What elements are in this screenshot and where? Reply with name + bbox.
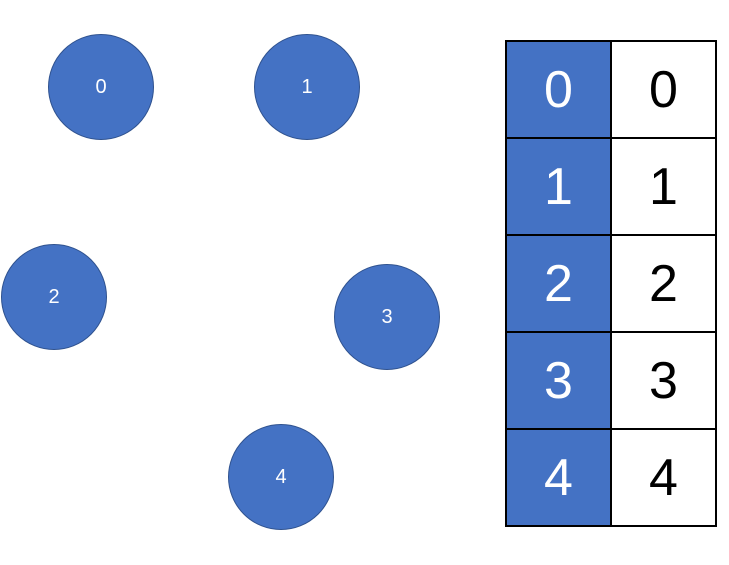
table-value-cell: 1 [610, 137, 717, 236]
node-3[interactable]: 3 [334, 264, 440, 370]
table-key-cell: 4 [505, 428, 612, 527]
table-value-cell: 2 [610, 234, 717, 333]
table-value-cell: 0 [610, 40, 717, 139]
node-label: 4 [275, 466, 287, 488]
node-4[interactable]: 4 [228, 424, 334, 530]
table-key-cell: 1 [505, 137, 612, 236]
node-label: 3 [381, 306, 393, 328]
node-2[interactable]: 2 [1, 244, 107, 350]
table-key-cell: 3 [505, 331, 612, 430]
table-value-cell: 4 [610, 428, 717, 527]
node-label: 0 [95, 76, 107, 98]
table-key-cell: 2 [505, 234, 612, 333]
node-label: 2 [48, 286, 60, 308]
node-0[interactable]: 0 [48, 34, 154, 140]
node-label: 1 [301, 76, 313, 98]
table-key-cell: 0 [505, 40, 612, 139]
node-1[interactable]: 1 [254, 34, 360, 140]
table-value-cell: 3 [610, 331, 717, 430]
